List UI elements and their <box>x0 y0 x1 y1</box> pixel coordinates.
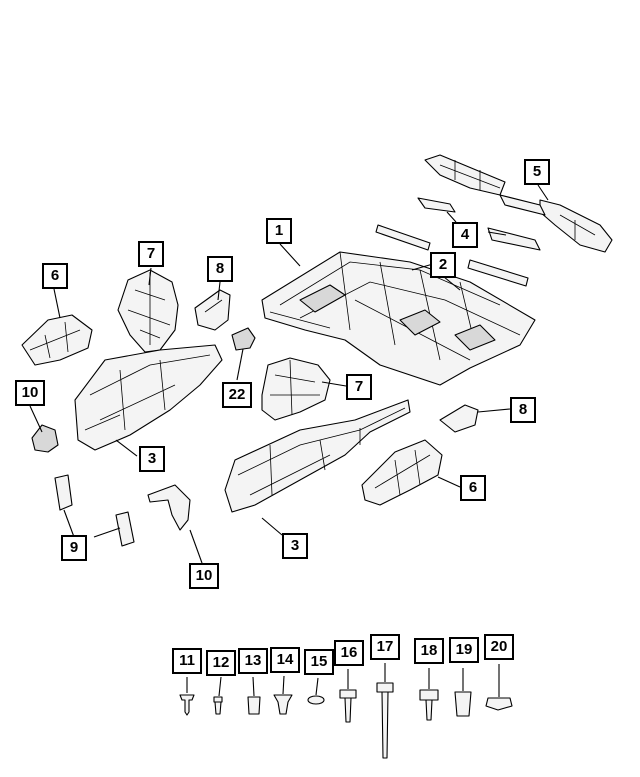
callout-3-left: 3 <box>139 446 165 472</box>
part-2-rear-rails <box>375 224 529 287</box>
callout-6-right: 6 <box>460 475 486 501</box>
callout-8-upper: 8 <box>207 256 233 282</box>
part-6-rail-bracket-left <box>21 314 93 366</box>
fastener-16 <box>339 689 357 723</box>
callout-22: 22 <box>222 382 252 408</box>
part-5-rear-crossmember <box>424 154 613 253</box>
callout-11: 11 <box>172 648 202 674</box>
callout-3-right: 3 <box>282 533 308 559</box>
callout-13: 13 <box>238 648 268 674</box>
callout-7-lower: 7 <box>346 374 372 400</box>
callout-16: 16 <box>334 640 364 666</box>
fastener-12 <box>213 696 223 715</box>
callout-15: 15 <box>304 649 334 675</box>
fastener-14 <box>273 694 293 715</box>
part-10-mount-lower <box>147 484 191 531</box>
part-8-bracket-right <box>439 404 479 433</box>
callout-4: 4 <box>452 222 478 248</box>
fastener-15 <box>307 695 325 705</box>
callout-14: 14 <box>270 647 300 673</box>
part-1-floor-pan <box>261 251 536 386</box>
part-3-frame-rail-left <box>74 344 223 451</box>
callout-9: 9 <box>61 535 87 561</box>
callout-12: 12 <box>206 650 236 676</box>
fastener-11 <box>179 694 195 716</box>
part-9-brackets <box>54 474 135 547</box>
part-3-frame-rail-right <box>224 399 411 513</box>
fastener-20 <box>485 697 513 711</box>
callout-2: 2 <box>430 252 456 278</box>
fastener-19 <box>454 691 472 717</box>
callout-18: 18 <box>414 638 444 664</box>
part-8-bracket-left <box>194 289 231 331</box>
callout-10-left: 10 <box>15 380 45 406</box>
callout-6-left: 6 <box>42 263 68 289</box>
callout-7-upper: 7 <box>138 241 164 267</box>
callout-8-lower: 8 <box>510 397 536 423</box>
part-22-small-bracket <box>231 327 256 351</box>
callout-1: 1 <box>266 218 292 244</box>
part-6-rail-bracket-right <box>361 439 443 506</box>
callout-10-lower: 10 <box>189 563 219 589</box>
fastener-17 <box>376 682 394 759</box>
part-10-mount-left <box>31 424 59 453</box>
leader-lines <box>29 184 549 697</box>
part-4-reinforcement <box>417 197 541 251</box>
callout-19: 19 <box>449 637 479 663</box>
callout-5: 5 <box>524 159 550 185</box>
fastener-13 <box>247 696 261 715</box>
fastener-18 <box>419 689 439 721</box>
callout-20: 20 <box>484 634 514 660</box>
part-7-wheelhouse-left <box>117 269 179 353</box>
callout-17: 17 <box>370 634 400 660</box>
part-7-wheelhouse-right <box>261 357 331 421</box>
